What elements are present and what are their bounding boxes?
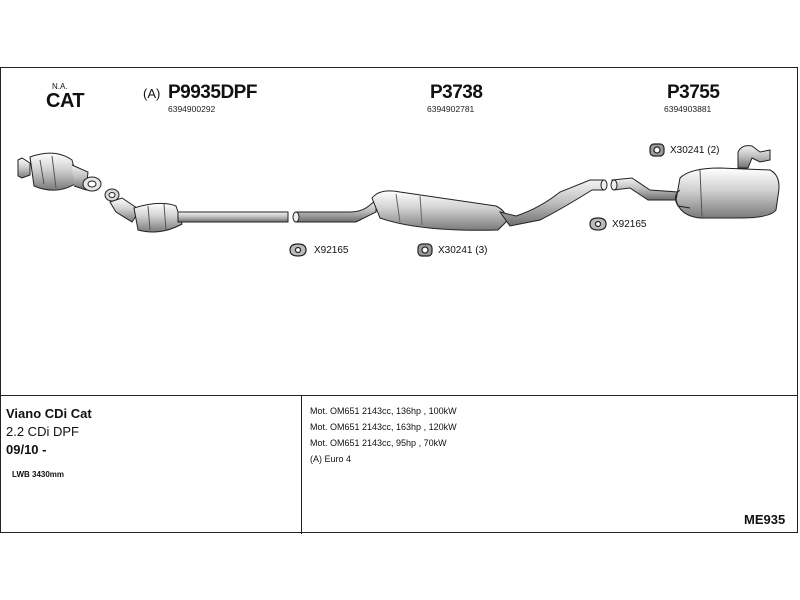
cat-label: CAT bbox=[46, 90, 85, 112]
front-catalyst bbox=[17, 152, 102, 192]
clamp-label-x92165-right: X92165 bbox=[612, 219, 647, 230]
middle-silencer bbox=[292, 179, 608, 231]
clamp-icon-x92165-right bbox=[589, 217, 607, 231]
part-prefix-a: (A) bbox=[143, 86, 161, 101]
clamp-icon-x92165-left bbox=[289, 243, 307, 257]
diagram-code: ME935 bbox=[744, 512, 786, 527]
part-number-dpf: P9935DPF bbox=[168, 82, 257, 103]
vehicle-model: Viano CDi Cat bbox=[6, 406, 92, 421]
vehicle-engine: 2.2 CDi DPF bbox=[6, 424, 79, 439]
engine-line-2: Mot. OM651 2143cc, 163hp , 120kW bbox=[310, 422, 457, 432]
clamp-icon-x30241-2 bbox=[649, 143, 665, 157]
vehicle-date: 09/10 - bbox=[6, 442, 47, 457]
engine-line-4: (A) Euro 4 bbox=[310, 454, 352, 464]
divider-horizontal bbox=[1, 395, 797, 396]
rear-silencer bbox=[610, 145, 780, 219]
clamp-label-x30241-2: X30241 (2) bbox=[670, 145, 720, 156]
dpf-section bbox=[109, 197, 289, 233]
part-number-middle: P3738 bbox=[430, 82, 483, 103]
clamp-icon-x30241-3 bbox=[417, 243, 433, 257]
part-ref-middle: 6394902781 bbox=[427, 104, 475, 114]
part-ref-dpf: 6394900292 bbox=[168, 104, 216, 114]
divider-vertical bbox=[301, 395, 302, 534]
cat-note: N.A. bbox=[52, 82, 68, 91]
clamp-label-x92165-left: X92165 bbox=[314, 245, 349, 256]
part-number-rear: P3755 bbox=[667, 82, 720, 103]
vehicle-wheelbase: LWB 3430mm bbox=[12, 470, 65, 479]
engine-line-1: Mot. OM651 2143cc, 136hp , 100kW bbox=[310, 406, 457, 416]
engine-line-3: Mot. OM651 2143cc, 95hp , 70kW bbox=[310, 438, 447, 448]
flange-gasket bbox=[104, 188, 120, 202]
clamp-label-x30241-3: X30241 (3) bbox=[438, 245, 488, 256]
diagram-frame bbox=[0, 67, 798, 534]
part-ref-rear: 6394903881 bbox=[664, 104, 712, 114]
